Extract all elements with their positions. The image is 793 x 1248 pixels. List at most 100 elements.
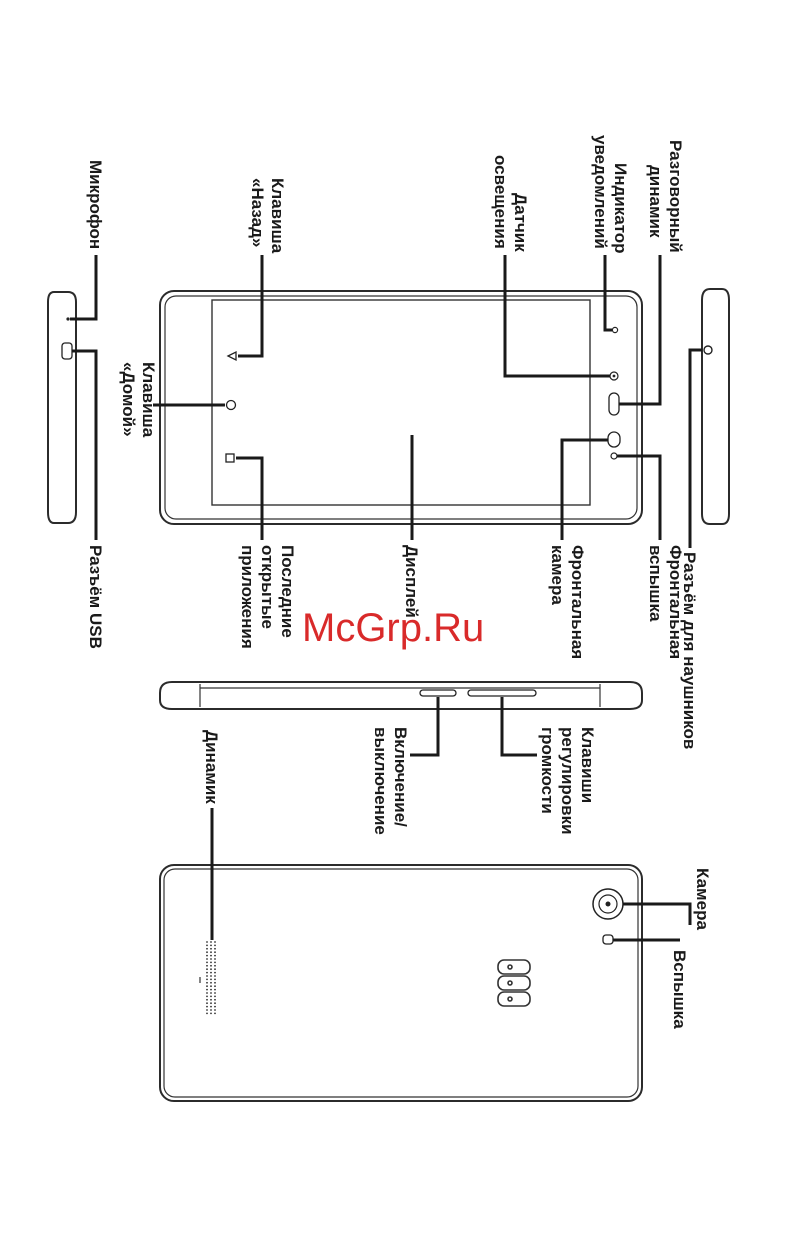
label-notification-line: Индикатор — [611, 163, 630, 254]
bottom-edge-outline — [48, 292, 76, 523]
speaker-grille-dot — [210, 955, 212, 957]
label-recent-apps-line: открытые — [258, 545, 277, 629]
back-view — [160, 865, 642, 1101]
label-home-key-line: Клавиша — [139, 362, 158, 438]
microphone-hole — [66, 317, 69, 320]
speaker-grille-dot — [210, 945, 212, 947]
speaker-grille-dot — [210, 979, 212, 981]
speaker-grille-dot — [214, 951, 216, 953]
speaker-grille-dot — [206, 1013, 208, 1015]
speaker-grille-dot — [210, 992, 212, 994]
label-front-flash-line: Фронтальная — [666, 545, 685, 659]
label-notification-line: уведомлений — [591, 135, 610, 249]
speaker-grille-dot — [214, 982, 216, 984]
label-usb: Разъём USB — [86, 545, 105, 649]
front-body-outline — [160, 291, 642, 524]
speaker-grille-dot — [214, 1006, 216, 1008]
speaker-grille-dot — [210, 1009, 212, 1011]
camera-lens-center — [606, 902, 611, 907]
label-speaker: Динамик — [202, 730, 221, 804]
speaker-grille-dot — [210, 999, 212, 1001]
speaker-grille-dot — [210, 962, 212, 964]
label-back-key: Клавиша «Назад» — [248, 178, 287, 258]
label-light-sensor-line: Датчик — [511, 193, 530, 252]
label-light-sensor-line: освещения — [491, 155, 510, 249]
speaker-grille-dot — [206, 962, 208, 964]
label-light-sensor: Датчик освещения — [491, 155, 530, 256]
speaker-grille-dot — [206, 989, 208, 991]
bottom-edge-view — [48, 292, 76, 523]
label-camera: Камера — [693, 868, 712, 930]
speaker-grille-dot — [214, 941, 216, 943]
speaker-grille-dot — [206, 982, 208, 984]
speaker-grille-dot — [206, 996, 208, 998]
speaker-grille-dot — [214, 945, 216, 947]
speaker-grille-dot — [206, 955, 208, 957]
speaker-grille-dot — [210, 1013, 212, 1015]
speaker-grille-dot — [214, 996, 216, 998]
label-earpiece: Разговорный динамик — [646, 140, 685, 257]
speaker-grille-dot — [210, 972, 212, 974]
label-power: Включение/ выключение — [371, 727, 410, 835]
label-home-key: Клавиша «Домой» — [119, 362, 158, 442]
top-edge-view — [702, 289, 729, 524]
speaker-grille-dot — [214, 958, 216, 960]
speaker-grille-dot — [206, 972, 208, 974]
label-front-flash: Фронтальная вспышка — [646, 545, 685, 664]
label-volume-keys-line: громкости — [538, 727, 557, 814]
front-view — [160, 291, 642, 524]
speaker-grille-dot — [206, 958, 208, 960]
speaker-grille-dot — [206, 1006, 208, 1008]
label-front-flash-line: вспышка — [646, 545, 665, 622]
label-front-camera-line: Фронтальная — [568, 545, 587, 659]
speaker-grille-dot — [206, 979, 208, 981]
label-front-camera-line: камера — [548, 545, 567, 605]
speaker-grille-dot — [214, 1013, 216, 1015]
speaker-grille-dot — [206, 948, 208, 950]
label-recent-apps: Последние открытые приложения — [238, 545, 297, 649]
label-earpiece-line: динамик — [646, 165, 665, 238]
label-microphone: Микрофон — [86, 160, 105, 249]
speaker-grille-dot — [214, 962, 216, 964]
speaker-grille-dot — [210, 985, 212, 987]
back-body-outline — [160, 865, 642, 1101]
label-front-camera: Фронтальная камера — [548, 545, 587, 664]
speaker-grille-dot — [210, 982, 212, 984]
speaker-grille-dot — [210, 965, 212, 967]
speaker-grille-dot — [210, 951, 212, 953]
speaker-grille-dot — [210, 958, 212, 960]
speaker-grille-dot — [206, 1002, 208, 1004]
speaker-grille-dot — [210, 1006, 212, 1008]
speaker-grille-dot — [214, 975, 216, 977]
label-volume-keys: Клавиши регулировки громкости — [538, 727, 597, 839]
label-recent-apps-line: Последние — [278, 545, 297, 638]
label-usb-line: Разъём USB — [86, 545, 105, 649]
speaker-grille-dot — [210, 1002, 212, 1004]
speaker-grille-dot — [206, 992, 208, 994]
speaker-grille-dot — [214, 992, 216, 994]
label-notification: Индикатор уведомлений — [591, 135, 630, 258]
side-view — [160, 682, 642, 709]
speaker-grille-dot — [214, 965, 216, 967]
speaker-grille-dot — [214, 985, 216, 987]
label-back-key-line: Клавиша — [268, 178, 287, 254]
label-earpiece-line: Разговорный — [666, 140, 685, 253]
speaker-grille-dot — [206, 1009, 208, 1011]
speaker-grille-dot — [210, 975, 212, 977]
speaker-grille-dot — [214, 999, 216, 1001]
speaker-grille-dot — [214, 1009, 216, 1011]
speaker-grille-dot — [210, 968, 212, 970]
side-body-outline — [160, 682, 642, 709]
speaker-grille-dot — [206, 945, 208, 947]
headphone-leader — [690, 350, 702, 548]
watermark: McGrp.Ru — [302, 606, 484, 650]
speaker-grille-dot — [206, 951, 208, 953]
speaker-grille-dot — [214, 955, 216, 957]
label-power-line: Включение/ — [391, 727, 410, 827]
speaker-grille-dot — [214, 1002, 216, 1004]
speaker-grille-dot — [214, 948, 216, 950]
label-home-key-line: «Домой» — [119, 362, 138, 437]
speaker-grille-dot — [210, 989, 212, 991]
speaker-grille-dot — [214, 972, 216, 974]
